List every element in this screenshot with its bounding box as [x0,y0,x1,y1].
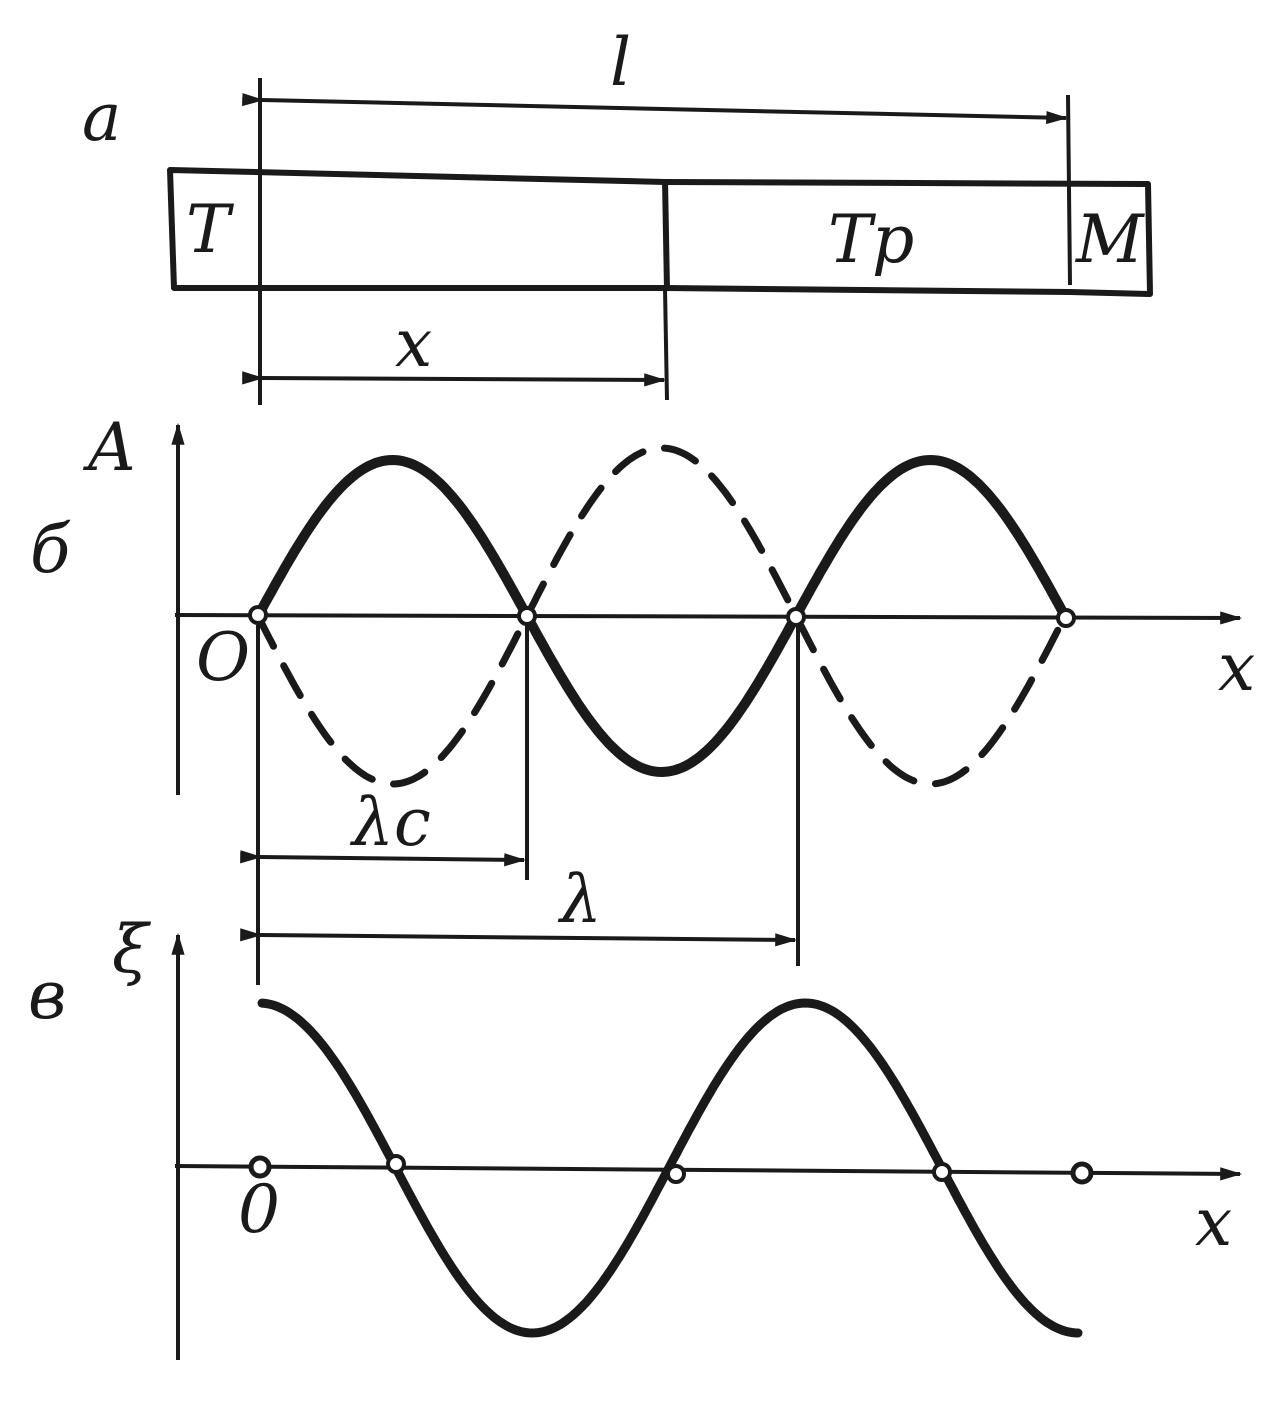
panel-b: б A x O λc λ [30,409,1255,985]
thermophone-label: Т [186,191,235,268]
v-x-axis-label: x [1195,1184,1232,1261]
node-marker [666,1164,686,1184]
node-marker [786,607,806,627]
amplitude-envelope-dashed [254,444,1070,788]
b-x-axis [174,611,1243,625]
x-dimension-arrow [242,371,667,387]
panel-v: в ξ x 0 [28,911,1243,1360]
node-marker [517,606,537,626]
length-dimension-arrow [242,92,1069,125]
x-extension-line [663,287,669,401]
tube-divider [662,179,670,291]
node-marker [1056,608,1076,628]
length-label: l [610,24,631,101]
panel-a: а l Т Тр М x [82,24,1153,405]
b-x-axis-label: x [1218,629,1255,706]
x-dimension-label: x [395,305,432,382]
node-marker [1070,1161,1094,1185]
displacement-axis-label: ξ [112,911,152,988]
lambda-arrow [240,928,798,947]
panel-b-label: б [30,511,71,588]
node-marker [386,1154,406,1174]
node-marker [248,1155,272,1179]
tube-label: Тр [828,201,914,278]
lambda-c-arrow [240,850,527,867]
node-marker [932,1162,952,1182]
panel-a-label: а [82,79,121,156]
amplitude-envelope-solid [253,454,1071,778]
b-origin-label: O [196,619,250,696]
v-origin-label: 0 [238,1171,280,1248]
lambda-c-label: λc [349,784,431,861]
amplitude-axis-label: A [82,409,136,486]
panel-v-label: в [28,957,66,1034]
node-marker [248,605,268,625]
tube-outline [167,167,1153,297]
microphone-label: М [1075,201,1145,278]
right-extension-line [1066,94,1072,286]
v-x-axis [174,1164,1243,1181]
lambda-label: λ [557,861,602,938]
